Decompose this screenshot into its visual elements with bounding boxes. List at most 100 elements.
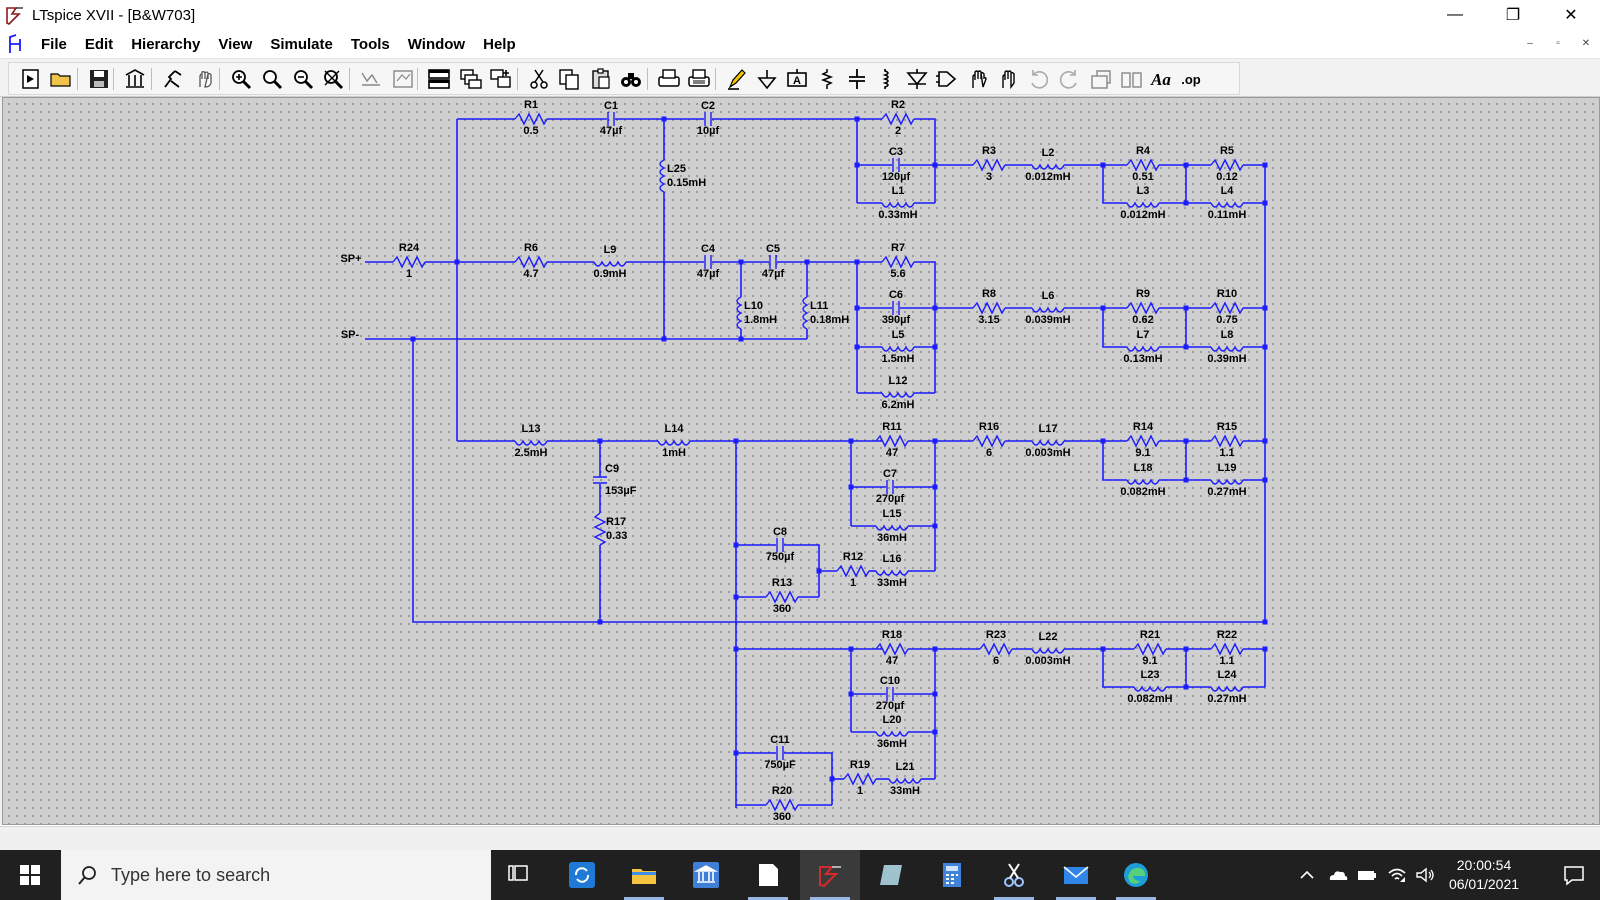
capacitor-C11[interactable]	[776, 746, 784, 760]
inductor-button[interactable]	[875, 67, 899, 91]
resistor-R17[interactable]	[593, 512, 607, 546]
menu-hierarchy[interactable]: Hierarchy	[131, 35, 201, 53]
wire[interactable]	[1102, 165, 1127, 204]
inductor-L18[interactable]	[1126, 478, 1160, 485]
cut-button[interactable]	[527, 67, 551, 91]
wire[interactable]	[784, 544, 820, 597]
mdi-close-button[interactable]: ✕	[1581, 37, 1591, 49]
inductor-L25[interactable]	[659, 159, 666, 193]
menu-help[interactable]: Help	[483, 35, 516, 53]
save-button[interactable]	[87, 67, 111, 91]
resistor-R21[interactable]	[1133, 642, 1167, 656]
capacitor-button[interactable]	[845, 67, 869, 91]
zoom-in-button[interactable]	[229, 67, 253, 91]
capacitor-C9[interactable]	[593, 476, 607, 484]
wire[interactable]	[914, 118, 936, 203]
capacitor-C1[interactable]	[607, 112, 615, 126]
wire[interactable]	[784, 752, 833, 805]
tray-chevron-up-button[interactable]	[1292, 850, 1322, 900]
inductor-L1[interactable]	[881, 201, 915, 208]
taskbar-task-view-button[interactable]	[490, 850, 550, 900]
menu-edit[interactable]: Edit	[84, 35, 114, 53]
inductor-L23[interactable]	[1133, 685, 1167, 692]
taskbar-file-explorer-button[interactable]	[614, 850, 674, 900]
taskbar-edge-button[interactable]	[1106, 850, 1166, 900]
resistor-R3[interactable]	[972, 158, 1006, 172]
inductor-L11[interactable]	[802, 296, 809, 330]
menu-window[interactable]: Window	[407, 35, 466, 53]
zoom-fit-button[interactable]	[260, 67, 284, 91]
resistor-R13[interactable]	[765, 590, 799, 604]
resistor-R2[interactable]	[881, 112, 915, 126]
waveform-button[interactable]	[359, 67, 383, 91]
resistor-R5[interactable]	[1210, 158, 1244, 172]
control-panel-button[interactable]	[123, 67, 147, 91]
tray-volume-button[interactable]	[1410, 850, 1440, 900]
menu-file[interactable]: File	[41, 35, 67, 53]
wire[interactable]	[908, 440, 936, 571]
inductor-L19[interactable]	[1210, 478, 1244, 485]
resistor-R12[interactable]	[836, 564, 870, 578]
inductor-L13[interactable]	[514, 439, 548, 446]
inductor-L3[interactable]	[1126, 201, 1160, 208]
tray-wifi-button[interactable]	[1382, 850, 1412, 900]
wire[interactable]	[1102, 649, 1134, 688]
print-preview-button[interactable]	[687, 67, 711, 91]
taskbar-sync-app-button[interactable]	[552, 850, 612, 900]
inductor-L6[interactable]	[1031, 306, 1065, 313]
wire[interactable]	[412, 339, 1265, 623]
resistor-R20[interactable]	[765, 798, 799, 812]
tile-vertical-button[interactable]	[459, 67, 483, 91]
open-folder-button[interactable]	[49, 67, 73, 91]
capacitor-C10[interactable]	[886, 687, 894, 701]
inductor-L16[interactable]	[875, 569, 909, 576]
resistor-R15[interactable]	[1210, 434, 1244, 448]
rotate-button[interactable]	[1089, 67, 1113, 91]
drag-button[interactable]	[997, 67, 1021, 91]
capacitor-C5[interactable]	[769, 255, 777, 269]
inductor-L7[interactable]	[1126, 345, 1160, 352]
schematic-doc-icon[interactable]	[6, 33, 26, 55]
tray-onedrive-button[interactable]	[1322, 850, 1352, 900]
wire[interactable]	[914, 261, 936, 393]
resistor-R24[interactable]	[392, 255, 426, 269]
wire[interactable]	[1102, 308, 1127, 348]
resistor-R16[interactable]	[972, 434, 1006, 448]
schematic-drawing[interactable]: SP+SP-R241R10.5C147µfC210µfL250.15mHR22C…	[3, 98, 1599, 824]
component-button[interactable]	[935, 67, 959, 91]
zoom-cancel-button[interactable]	[321, 67, 345, 91]
draw-wire-button[interactable]	[725, 67, 749, 91]
maximize-button[interactable]: ❐	[1505, 7, 1521, 24]
resistor-R9[interactable]	[1126, 301, 1160, 315]
taskbar-calculator-button[interactable]	[922, 850, 982, 900]
resistor-R8[interactable]	[972, 301, 1006, 315]
resistor-R23[interactable]	[979, 642, 1013, 656]
zoom-out-button[interactable]	[291, 67, 315, 91]
resistor-R11[interactable]	[875, 434, 909, 448]
run-button[interactable]	[161, 67, 185, 91]
mirror-button[interactable]	[1119, 67, 1143, 91]
close-button[interactable]: ✕	[1564, 7, 1578, 24]
label-net-button[interactable]: A	[785, 67, 809, 91]
inductor-L21[interactable]	[888, 777, 922, 784]
taskbar-search-box[interactable]: Type here to search	[61, 850, 491, 900]
taskbar-bank-app-button[interactable]	[676, 850, 736, 900]
undo-button[interactable]	[1027, 67, 1051, 91]
resistor-R4[interactable]	[1126, 158, 1160, 172]
resistor-R19[interactable]	[843, 772, 877, 786]
resistor-R6[interactable]	[514, 255, 548, 269]
print-button[interactable]	[657, 67, 681, 91]
diode-button[interactable]	[905, 67, 929, 91]
tile-horizontal-button[interactable]	[427, 67, 451, 91]
inductor-L4[interactable]	[1210, 201, 1244, 208]
capacitor-C7[interactable]	[886, 480, 894, 494]
capacitor-C8[interactable]	[776, 538, 784, 552]
halt-button[interactable]	[193, 67, 217, 91]
clock[interactable]: 20:00:54 06/01/2021	[1432, 856, 1536, 894]
inductor-L15[interactable]	[875, 524, 909, 531]
spice-directive-button[interactable]: .op	[1179, 67, 1203, 91]
resistor-R1[interactable]	[514, 112, 548, 126]
resistor-R10[interactable]	[1210, 301, 1244, 315]
inductor-L9[interactable]	[593, 260, 627, 267]
